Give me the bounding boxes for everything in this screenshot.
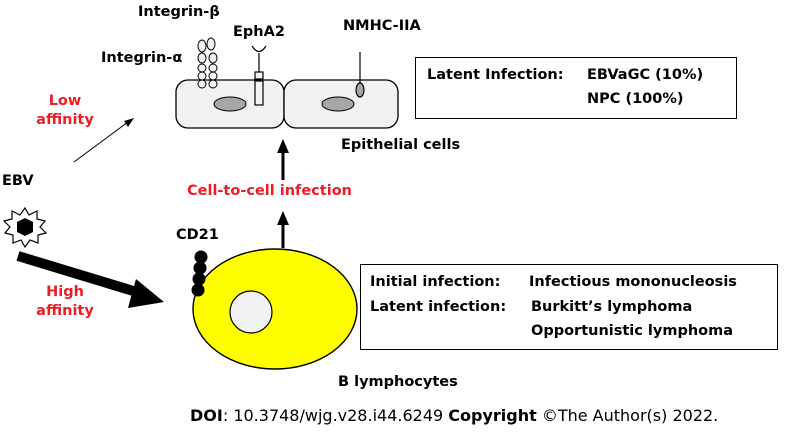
latent-infection-row: Latent infection: <box>370 299 507 315</box>
cd21-receptor-icon <box>191 250 208 297</box>
initial-infection-row: Initial infection: <box>370 274 501 290</box>
epithelial-box-row-1: Latent Infection: <box>427 67 564 83</box>
nmhc-label: NMHC-IIA <box>343 18 421 34</box>
npc-value: NPC (100%) <box>587 91 684 107</box>
latent-infection-b-key: Latent infection <box>370 299 501 315</box>
high-affinity-label: High affinity <box>36 284 94 319</box>
b-lymphocyte-infection-box <box>360 264 778 350</box>
doi-footer: DOI: 10.3748/wjg.v28.i44.6249 Copyright … <box>190 406 718 425</box>
high-affinity-arrow <box>16 251 164 308</box>
b-lymphocytes-label: B lymphocytes <box>338 374 458 390</box>
integrin-receptor-icon <box>197 37 218 89</box>
upward-arrows <box>277 139 289 248</box>
epha2-receptor-icon <box>251 45 267 106</box>
ebv-label: EBV <box>2 173 34 189</box>
epithelial-cells-label: Epithelial cells <box>341 137 461 153</box>
integrin-beta-label: Integrin-β <box>138 4 220 20</box>
low-affinity-arrow <box>73 118 134 163</box>
epithelial-nucleus-left <box>213 96 247 112</box>
epithelial-cells <box>175 79 399 129</box>
copyright-value: ©The Author(s) 2022. <box>536 406 719 425</box>
ebv-virion-icon <box>2 206 48 249</box>
cell-to-cell-infection-label: Cell-to-cell infection <box>187 183 352 199</box>
cd21-label: CD21 <box>176 227 219 243</box>
initial-infection-key: Initial infection <box>370 274 495 290</box>
epithelial-infection-box <box>415 57 737 119</box>
nmhc-receptor-icon <box>355 52 365 98</box>
epithelial-nucleus-right <box>321 96 355 112</box>
integrin-alpha-label: Integrin-α <box>101 50 183 66</box>
doi-label: DOI <box>190 406 223 425</box>
b-lymphocyte-cell <box>192 248 358 370</box>
infectious-mononucleosis-value: Infectious mononucleosis <box>529 274 737 290</box>
burkitts-lymphoma-value: Burkitt’s lymphoma <box>531 299 693 315</box>
doi-value: : 10.3748/wjg.v28.i44.6249 <box>222 406 449 425</box>
ebvagc-value: EBVaGC (10%) <box>587 67 704 83</box>
low-affinity-label: Low affinity <box>36 93 94 128</box>
latent-infection-key: Latent Infection <box>427 67 558 83</box>
copyright-label: Copyright <box>448 406 537 425</box>
opportunistic-lymphoma-value: Opportunistic lymphoma <box>531 323 734 339</box>
epha2-label: EphA2 <box>233 24 285 40</box>
